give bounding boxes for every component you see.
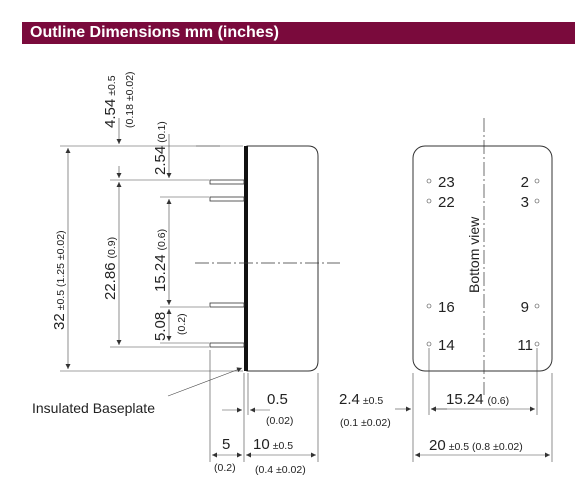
baseplate-label: Insulated Baseplate <box>32 400 155 416</box>
svg-text:15.24(0.6): 15.24 (0.6) <box>152 229 169 292</box>
dim-body-depth-tol: ±0.5 <box>273 440 294 452</box>
svg-text:22.86(0.9): 22.86 (0.9) <box>102 237 119 300</box>
svg-text:10±0.5: 10±0.5 <box>253 436 293 453</box>
svg-text:32±0.5(1.25 ±0.02): 32 ±0.5 (1.25 ±0.02) <box>51 230 68 330</box>
dim-pin-length-tol: ±0.5 <box>106 75 118 96</box>
dim-width-value: 20 <box>429 437 446 454</box>
dim-baseplate-value: 0.5 <box>267 391 288 408</box>
dim-body-depth-value: 10 <box>253 436 270 453</box>
dim-pin-standoff-inch: (0.2) <box>214 462 236 474</box>
dim-pin-span-inner-value: 15.24 <box>152 254 169 292</box>
baseplate-leader <box>167 367 243 397</box>
bottom-view: 23 22 16 14 2 3 9 11 Bottom view 2.4±0.5… <box>339 118 553 462</box>
dim-pin-offset-inch: (0.1) <box>156 121 168 143</box>
bottom-view-outline <box>412 145 553 372</box>
insulated-baseplate <box>244 146 248 371</box>
dim-pin-span-outer-value: 22.86 <box>102 262 119 300</box>
dim-width-tol: ±0.5 <box>449 441 470 453</box>
dim-pin-standoff-value: 5 <box>222 436 230 453</box>
pin-label-23: 23 <box>438 174 455 191</box>
dim-pin-length-value: 4.54 <box>102 99 119 128</box>
dim-row-spacing-value: 15.24 <box>446 391 484 408</box>
svg-text:2.54(0.1): 2.54 (0.1) <box>152 121 169 175</box>
dim-row-spacing-inch: (0.6) <box>488 395 510 407</box>
dim-height-value: 32 <box>51 313 68 330</box>
pin-label-3: 3 <box>521 194 529 211</box>
pin-label-2: 2 <box>521 174 529 191</box>
dim-baseplate-inch: (0.02) <box>266 415 293 427</box>
module-body <box>246 145 319 372</box>
dim-pin-length-inch: (0.18 ±0.02) <box>124 71 136 128</box>
pin-label-14: 14 <box>438 337 455 354</box>
pin-label-22: 22 <box>438 194 455 211</box>
pin-label-16: 16 <box>438 299 455 316</box>
dim-edge-value: 2.4 <box>339 391 360 408</box>
dim-pin-span-outer-inch: (0.9) <box>106 237 118 259</box>
pin-label-11: 11 <box>517 337 533 354</box>
dim-pin-offset-value: 2.54 <box>152 146 169 175</box>
pins <box>209 179 245 348</box>
pin-holes <box>426 178 540 347</box>
side-view: 4.54 ±0.5 (0.18 ±0.02) 2.54 (0.1) 32 ±0.5 (1… <box>32 71 340 476</box>
svg-text:4.54±0.5: 4.54 ±0.5 <box>102 75 119 128</box>
bottom-view-label: Bottom view <box>466 216 482 293</box>
dim-edge-inch: (0.1 ±0.02) <box>340 417 391 429</box>
dim-pin-span-inner-inch: (0.6) <box>156 229 168 251</box>
svg-text:2.4±0.5: 2.4±0.5 <box>339 391 383 408</box>
dim-edge-tol: ±0.5 <box>363 395 384 407</box>
pin-label-9: 9 <box>521 299 529 316</box>
dim-pin-pitch-inch: (0.2) <box>176 313 188 335</box>
dim-pin-pitch-value: 5.08 <box>152 312 169 341</box>
dim-width-inch: (0.8 ±0.02) <box>472 441 523 453</box>
svg-text:20±0.5(0.8 ±0.02): 20±0.5(0.8 ±0.02) <box>429 437 523 454</box>
dim-height-tol: ±0.5 <box>55 290 67 311</box>
dim-body-depth-inch: (0.4 ±0.02) <box>255 464 306 476</box>
page-title: Outline Dimensions mm (inches) <box>30 24 279 41</box>
dim-height-inch: (1.25 ±0.02) <box>55 230 67 287</box>
title-banner: Outline Dimensions mm (inches) <box>22 22 575 44</box>
svg-text:15.24(0.6): 15.24 (0.6) <box>446 391 509 408</box>
